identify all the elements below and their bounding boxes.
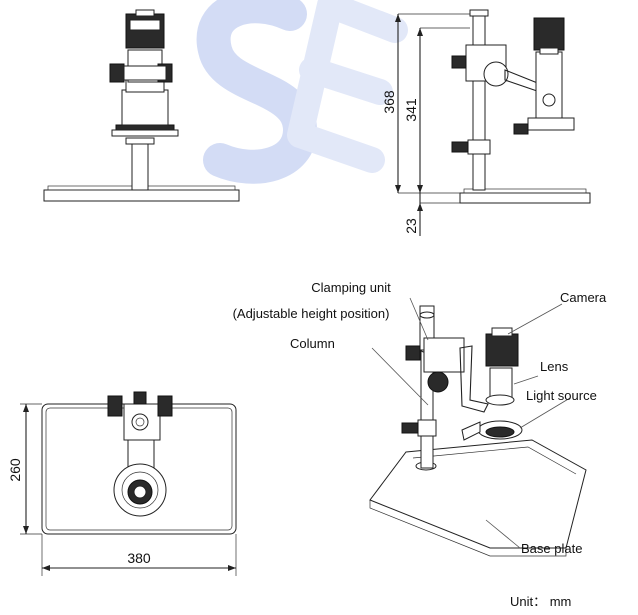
label-light-source: Light source (526, 388, 597, 403)
isometric-view (369, 305, 587, 557)
label-clamping-unit: Clamping unit (311, 280, 391, 295)
leader-lines (371, 297, 571, 549)
label-lens: Lens (540, 359, 569, 374)
dimension-260: 260 (7, 458, 23, 482)
label-camera: Camera (560, 290, 607, 305)
watermark: SE (196, 0, 542, 184)
label-base-plate: Base plate (521, 541, 582, 556)
dimension-23: 23 (403, 218, 419, 234)
dimension-368: 368 (381, 90, 397, 114)
top-view (41, 391, 237, 535)
front-view (43, 9, 240, 202)
dimension-380: 380 (127, 550, 151, 566)
label-column: Column (290, 336, 335, 351)
svg-text:SE: SE (540, 179, 542, 181)
side-view-dimensions: 368 341 23 (381, 13, 470, 236)
unit-label: Unit： mm (510, 594, 571, 609)
top-view-dimensions: 260 380 (7, 403, 237, 576)
side-view (451, 9, 591, 204)
label-clamping-unit-note: (Adjustable height position) (233, 306, 390, 321)
dimension-341: 341 (403, 98, 419, 122)
